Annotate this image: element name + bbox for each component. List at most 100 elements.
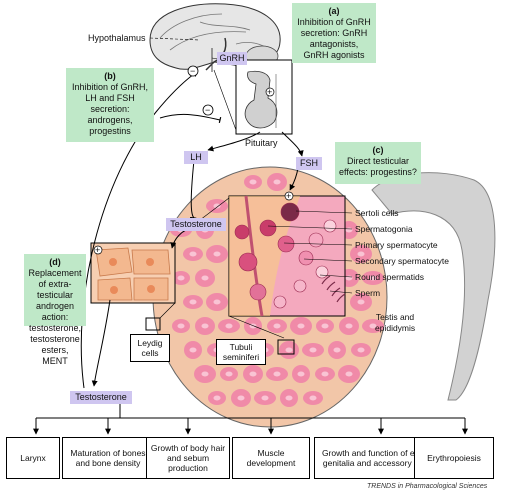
tubule-lumen: [345, 227, 353, 233]
label-tubuli-seminiferi: Tubuli seminiferi: [216, 339, 266, 365]
label-testis: Testis and epididymis: [375, 312, 416, 333]
minus-sign: −: [190, 66, 196, 76]
effect-box: Growth of body hair and sebum production: [146, 437, 230, 479]
cell-type-label: Sperm: [355, 288, 381, 298]
cell-type-label: Round spermatids: [355, 272, 424, 282]
tubule-lumen: [297, 371, 305, 377]
note-b-letter: (b): [104, 71, 116, 81]
note-a-text: Inhibition of GnRH secretion: GnRH antag…: [297, 17, 371, 60]
tubule-lumen: [321, 323, 329, 329]
sperm-cell: [336, 293, 346, 303]
tubule-lumen: [285, 395, 293, 401]
tubule-lumen: [309, 347, 317, 353]
minus-circle-hypothalamus: [187, 65, 199, 77]
tubule-zoom-illustration: [199, 191, 346, 355]
tubule-lumen: [333, 347, 341, 353]
germ-cell: [273, 295, 287, 309]
tubule-lumen: [225, 371, 233, 377]
tubule-lumen: [213, 395, 221, 401]
minus-sign: −: [205, 105, 211, 115]
plus-sign: +: [95, 245, 101, 255]
effect-box: Erythropoiesis: [414, 437, 494, 479]
tubule-lumen: [213, 299, 221, 305]
tubule-lumen: [345, 323, 353, 329]
tubule-lumen: [297, 323, 305, 329]
tubule-lumen: [189, 251, 197, 257]
note-a: (a) Inhibition of GnRH secretion: GnRH a…: [292, 3, 376, 63]
effect-box: Muscle development: [232, 437, 310, 479]
label-leydig-cells: Leydig cells: [130, 334, 170, 362]
tubule-lumen: [177, 323, 185, 329]
tubule-lumen: [249, 179, 257, 185]
germ-cell: [308, 232, 324, 248]
germ-cell: [249, 283, 267, 301]
tubule-lumen: [369, 323, 377, 329]
tubule-lumen: [321, 371, 329, 377]
credit-line: TRENDS in Pharmacological Sciences: [367, 483, 488, 490]
note-c-text: Direct testicular effects: progestins?: [339, 156, 417, 177]
tubule-lumen: [213, 251, 221, 257]
cell-type-label: Spermatogonia: [355, 224, 413, 234]
sperm-cell: [326, 281, 336, 291]
germ-cell: [238, 252, 258, 272]
germ-cell: [277, 235, 295, 253]
tubule-lumen: [273, 323, 281, 329]
tubule-lumen: [237, 395, 245, 401]
hormone-testosterone-inner: Testosterone: [166, 218, 226, 231]
germ-cell: [293, 279, 307, 293]
tubule-lumen: [273, 371, 281, 377]
note-c-letter: (c): [372, 145, 384, 155]
germ-cell: [323, 219, 337, 233]
tubule-lumen: [249, 371, 257, 377]
tubule-lumen: [345, 371, 353, 377]
cell-type-label: Secondary spermatocyte: [355, 256, 450, 266]
tubule-lumen: [225, 323, 233, 329]
cell-type-label: Sertoli cells: [355, 208, 399, 218]
tubule-lumen: [357, 251, 365, 257]
sperm-cell: [321, 275, 331, 285]
minus-circle-pituitary: [202, 104, 214, 116]
tubule-lumen: [201, 371, 209, 377]
tubule-lumen: [357, 347, 365, 353]
germ-cell: [259, 219, 277, 237]
plus-sign: +: [267, 87, 273, 97]
label-pituitary: Pituitary: [245, 138, 278, 148]
tubule-lumen: [213, 203, 221, 209]
note-a-letter: (a): [328, 6, 340, 16]
germ-cell: [280, 202, 300, 222]
tubule-lumen: [285, 347, 293, 353]
leydig-zoom-illustration: [90, 242, 176, 331]
tubule-lumen: [345, 275, 353, 281]
tubule-lumen: [357, 299, 365, 305]
seminiferous-tubules: [170, 173, 384, 407]
note-c: (c) Direct testicular effects: progestin…: [335, 142, 421, 184]
note-b: (b) Inhibition of GnRH, LH and FSH secre…: [66, 68, 154, 142]
pituitary-illustration: [211, 57, 293, 135]
effect-box: Maturation of bones and bone density: [62, 437, 154, 479]
plus-sign: +: [286, 191, 292, 201]
note-d: (d) Replacement of extra-testicular andr…: [24, 254, 86, 366]
germ-cell: [234, 224, 250, 240]
tubule-lumen: [201, 323, 209, 329]
tubule-lumen: [189, 299, 197, 305]
hormone-fsh: FSH: [296, 157, 322, 170]
tubule-lumen: [273, 179, 281, 185]
hormone-lh: LH: [184, 151, 208, 164]
tubule-lumen: [201, 275, 209, 281]
note-d-text: Replacement of extra-testicular androgen…: [28, 268, 82, 366]
germ-cell: [298, 250, 314, 266]
cell-type-pointers: [267, 210, 353, 294]
note-b-text: Inhibition of GnRH, LH and FSH secretion…: [71, 82, 149, 136]
tubule-lumen: [261, 395, 269, 401]
hormone-testosterone-outer: Testosterone: [70, 391, 132, 404]
tubule-lumen: [249, 323, 257, 329]
tubule-lumen: [189, 347, 197, 353]
tubule-lumen: [309, 395, 317, 401]
note-d-letter: (d): [49, 257, 61, 267]
tubule-lumen: [177, 275, 185, 281]
effect-box: Larynx: [6, 437, 60, 479]
cell-type-label: Primary spermatocyte: [355, 240, 438, 250]
hormone-gnrh: GnRH: [217, 52, 247, 65]
tubule-lumen: [369, 275, 377, 281]
